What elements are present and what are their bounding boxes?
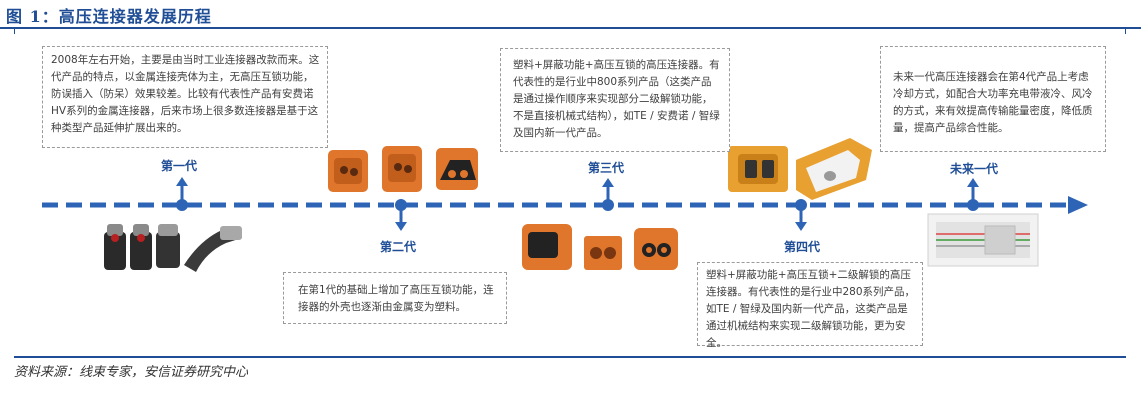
gen2-connector-image	[328, 146, 478, 192]
marker-gen4	[795, 199, 807, 231]
timeline-arrowhead	[1068, 196, 1088, 214]
rule-tick-right	[1125, 29, 1126, 34]
gen4-description: 塑料+屏蔽功能+高压互锁+二级解锁的高压连接器。有代表性的是行业中280系列产品…	[697, 262, 923, 349]
marker-gen3	[602, 178, 614, 211]
future-description: 未来一代高压连接器会在第4代产品上考虑冷却方式，如配合大功率充电带液冷、风冷的方…	[880, 46, 1106, 152]
gen4-label: 第四代	[784, 240, 821, 254]
gen2-description: 在第1代的基础上增加了高压互锁功能，连接器的外壳也逐渐由金属变为塑料。	[283, 272, 507, 324]
gen3-connector-image	[522, 224, 678, 270]
future-connector-image	[927, 213, 1039, 267]
marker-gen1	[176, 177, 188, 211]
gen2-label: 第二代	[380, 240, 417, 254]
rule-tick-left	[14, 29, 15, 34]
marker-gen2	[395, 199, 407, 231]
gen1-description: 2008年左右开始，主要是由当时工业连接器改款而来。这代产品的特点，以金属连接壳…	[42, 46, 328, 148]
top-rule	[0, 27, 1141, 29]
bottom-rule	[14, 356, 1126, 358]
source-note: 资料来源：线束专家，安信证券研究中心	[14, 365, 249, 380]
future-label: 未来一代	[950, 162, 999, 176]
marker-future	[967, 178, 979, 211]
gen1-connector-image	[104, 224, 242, 272]
figure-title: 图 1：高压连接器发展历程	[6, 7, 212, 26]
gen3-label: 第三代	[588, 161, 625, 175]
gen1-label: 第一代	[161, 159, 198, 173]
gen4-connector-image	[728, 138, 872, 200]
gen3-description: 塑料+屏蔽功能+高压互锁的高压连接器。有代表性的是行业中800系列产品（这类产品…	[500, 48, 730, 152]
